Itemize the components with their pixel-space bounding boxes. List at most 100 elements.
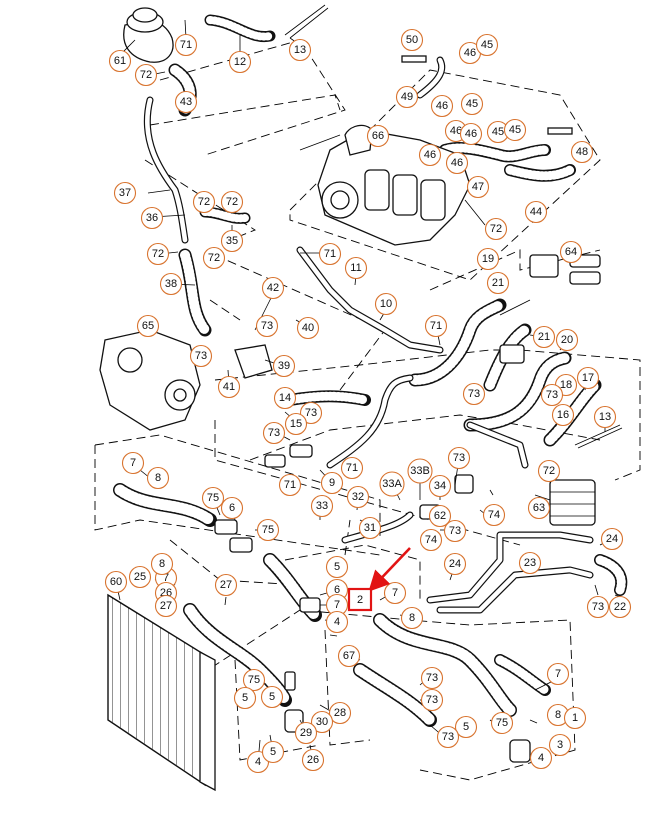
callout-26[interactable]: 72	[220, 190, 244, 214]
callout-circle[interactable]	[299, 401, 323, 425]
callout-circle[interactable]	[220, 496, 244, 520]
callout-38[interactable]: 65	[136, 314, 160, 338]
callout-circle[interactable]	[272, 354, 296, 378]
callout-115[interactable]: 4	[529, 746, 553, 770]
callout-1[interactable]: 71	[174, 33, 198, 57]
callout-circle[interactable]	[262, 421, 286, 445]
callout-94[interactable]: 73	[586, 595, 610, 619]
callout-circle[interactable]	[420, 666, 444, 690]
callout-61[interactable]: 73	[447, 446, 471, 470]
callout-97[interactable]: 7	[546, 662, 570, 686]
callout-35[interactable]: 21	[486, 271, 510, 295]
callout-circle[interactable]	[261, 276, 285, 300]
callout-circle[interactable]	[428, 504, 452, 528]
callout-circle[interactable]	[214, 573, 238, 597]
callout-72[interactable]: 33	[310, 494, 334, 518]
callout-47[interactable]: 73	[462, 382, 486, 406]
callout-111[interactable]: 5	[261, 740, 285, 764]
callout-circle[interactable]	[559, 240, 583, 264]
callout-circle[interactable]	[518, 551, 542, 575]
callout-2[interactable]: 12	[228, 50, 252, 74]
callout-9[interactable]: 49	[395, 85, 419, 109]
callout-circle[interactable]	[337, 644, 361, 668]
callout-circle[interactable]	[443, 552, 467, 576]
callout-87[interactable]: 8	[150, 552, 174, 576]
callout-36[interactable]: 42	[261, 276, 285, 300]
callout-69[interactable]: 63	[527, 496, 551, 520]
callout-29[interactable]: 72	[202, 246, 226, 270]
callout-circle[interactable]	[570, 140, 594, 164]
callout-circle[interactable]	[260, 685, 284, 709]
callout-circle[interactable]	[563, 706, 587, 730]
callout-circle[interactable]	[310, 494, 334, 518]
callout-circle[interactable]	[146, 466, 170, 490]
callout-24[interactable]: 36	[140, 206, 164, 230]
callout-79[interactable]: 5	[325, 555, 349, 579]
callout-96[interactable]: 67	[337, 644, 361, 668]
callout-57[interactable]: 7	[121, 451, 145, 475]
callout-circle[interactable]	[600, 527, 624, 551]
callout-55[interactable]: 73	[262, 421, 286, 445]
callout-15[interactable]: 46	[418, 143, 442, 167]
callout-circle[interactable]	[159, 272, 183, 296]
callout-circle[interactable]	[540, 383, 564, 407]
callout-106[interactable]: 75	[490, 711, 514, 735]
callout-28[interactable]: 72	[146, 242, 170, 266]
callout-51[interactable]: 16	[551, 403, 575, 427]
callout-49[interactable]: 17	[576, 366, 600, 390]
callout-0[interactable]: 61	[108, 49, 132, 73]
callout-circle[interactable]	[113, 181, 137, 205]
callout-circle[interactable]	[428, 474, 452, 498]
callout-11[interactable]: 45	[460, 92, 484, 116]
callout-6[interactable]: 50	[400, 28, 424, 52]
callout-76[interactable]: 74	[419, 528, 443, 552]
callout-circle[interactable]	[217, 375, 241, 399]
callout-circle[interactable]	[294, 721, 318, 745]
callout-58[interactable]: 8	[146, 466, 170, 490]
callout-74[interactable]: 74	[482, 503, 506, 527]
callout-circle[interactable]	[462, 382, 486, 406]
callout-105[interactable]: 5	[260, 685, 284, 709]
callout-20[interactable]: 47	[466, 175, 490, 199]
callout-circle[interactable]	[460, 92, 484, 116]
callout-circle[interactable]	[443, 519, 467, 543]
callout-37[interactable]: 10	[374, 292, 398, 316]
callout-88[interactable]: 27	[214, 573, 238, 597]
callout-42[interactable]: 21	[532, 325, 556, 349]
callout-circle[interactable]	[418, 143, 442, 167]
callout-39[interactable]: 73	[255, 314, 279, 338]
callout-circle[interactable]	[546, 662, 570, 686]
callout-83[interactable]: 25	[128, 565, 152, 589]
callout-circle[interactable]	[524, 200, 548, 224]
callout-circle[interactable]	[445, 151, 469, 175]
callout-circle[interactable]	[255, 314, 279, 338]
callout-circle[interactable]	[296, 316, 320, 340]
callout-25[interactable]: 72	[192, 190, 216, 214]
callout-circle[interactable]	[340, 456, 364, 480]
callout-circle[interactable]	[366, 124, 390, 148]
callout-4[interactable]: 72	[134, 63, 158, 87]
callout-circle[interactable]	[374, 292, 398, 316]
callout-circle[interactable]	[174, 33, 198, 57]
callout-32[interactable]: 19	[476, 247, 500, 271]
callout-circle[interactable]	[121, 451, 145, 475]
callout-circle[interactable]	[486, 271, 510, 295]
callout-circle[interactable]	[593, 405, 617, 429]
callout-77[interactable]: 75	[256, 518, 280, 542]
callout-circle[interactable]	[459, 122, 483, 146]
callout-circle[interactable]	[301, 748, 325, 772]
callout-circle[interactable]	[447, 446, 471, 470]
callout-44[interactable]: 73	[189, 344, 213, 368]
callout-104[interactable]: 29	[294, 721, 318, 745]
callout-circle[interactable]	[108, 49, 132, 73]
callout-99[interactable]: 73	[420, 666, 444, 690]
callout-circle[interactable]	[136, 314, 160, 338]
callout-circle[interactable]	[548, 733, 572, 757]
callout-100[interactable]: 5	[233, 686, 257, 710]
callout-circle[interactable]	[419, 528, 443, 552]
callout-8[interactable]: 45	[475, 33, 499, 57]
callout-101[interactable]: 73	[420, 688, 444, 712]
callout-91[interactable]: 7	[383, 581, 407, 605]
callout-circle[interactable]	[284, 412, 308, 436]
callout-78[interactable]: 24	[443, 552, 467, 576]
